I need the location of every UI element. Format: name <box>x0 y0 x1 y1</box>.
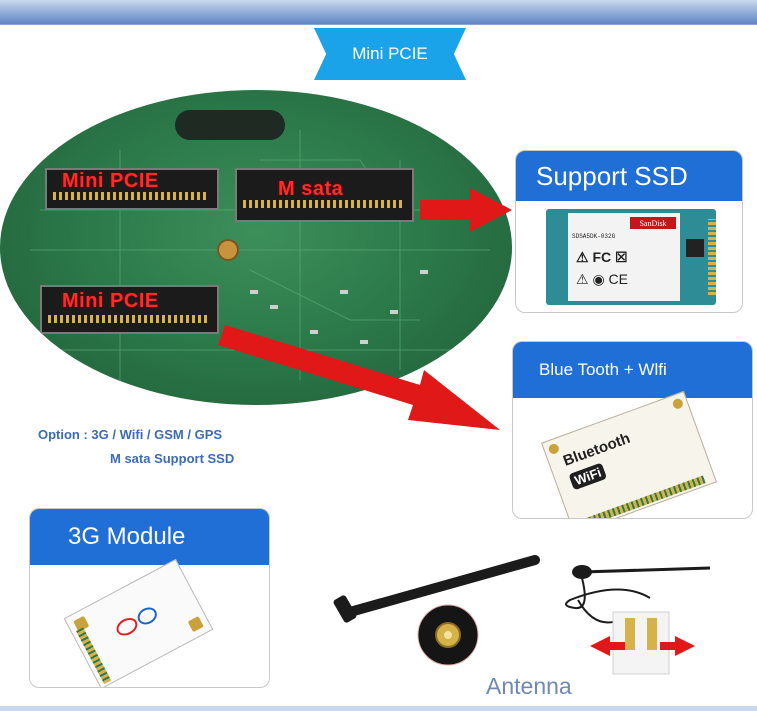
carrier-logo-icon <box>134 604 160 628</box>
ssd-board: SanDisk SDSA5DK-032G ⚠ FC ☒ ⚠ ◉ CE <box>546 209 716 305</box>
msata-slot <box>235 168 414 222</box>
option-line-2: M sata Support SSD <box>110 451 235 466</box>
module-contacts <box>580 475 706 518</box>
3g-module-card: 3G Module <box>29 508 270 688</box>
carrier-logo-icon <box>113 614 141 639</box>
bluetooth-wifi-header: Blue Tooth + Wlfi <box>513 342 752 398</box>
antenna-photos <box>333 555 711 675</box>
3g-module-board <box>63 558 214 687</box>
ssd-model: SDSA5DK-032G <box>572 233 616 240</box>
bt-wifi-module: Bluetooth WiFi <box>540 390 718 518</box>
board-label-msata: M sata <box>278 178 344 200</box>
arrow-left-icon <box>590 636 625 656</box>
board-label-mini-pcie-top: Mini PCIE <box>62 170 159 192</box>
bottom-rule <box>0 706 757 711</box>
option-line-1: Option : 3G / Wifi / GSM / GPS <box>38 427 223 442</box>
support-ssd-header: Support SSD <box>516 151 742 201</box>
stick-antenna <box>345 555 540 617</box>
antenna-label: Antenna <box>486 673 572 699</box>
page-title: Mini PCIE <box>314 28 466 80</box>
antenna-cable <box>565 577 651 610</box>
mount-hole-icon <box>671 397 685 411</box>
ssd-sticker: SanDisk SDSA5DK-032G ⚠ FC ☒ ⚠ ◉ CE <box>568 213 680 301</box>
mount-hole-icon <box>547 442 561 456</box>
mini-pcie-slot-bottom <box>40 285 219 334</box>
arrow-to-ssd <box>420 188 512 232</box>
antenna-hinge <box>333 595 357 623</box>
bluetooth-wifi-card: Blue Tooth + Wlfi Bluetooth WiFi <box>512 341 753 519</box>
whip-antenna <box>581 566 711 574</box>
module-contacts <box>76 627 112 685</box>
top-banner <box>0 0 757 25</box>
mini-pcie-slot-top <box>45 168 219 210</box>
board-label-mini-pcie-bottom: Mini PCIE <box>62 290 159 312</box>
sandisk-logo: SanDisk <box>630 217 676 229</box>
cert-marks-icon: ⚠ ◉ CE <box>576 271 628 287</box>
3g-module-header: 3G Module <box>30 509 269 565</box>
arrow-right-icon <box>660 636 695 656</box>
mount-pad-icon <box>187 616 204 633</box>
ssd-chip <box>686 239 704 257</box>
ssd-contacts <box>708 219 716 295</box>
support-ssd-card: Support SSD SanDisk SDSA5DK-032G ⚠ FC ☒ … <box>515 150 743 313</box>
arrow-to-bt-wifi <box>218 325 500 430</box>
ce-fc-marks-icon: ⚠ FC ☒ <box>576 249 628 265</box>
